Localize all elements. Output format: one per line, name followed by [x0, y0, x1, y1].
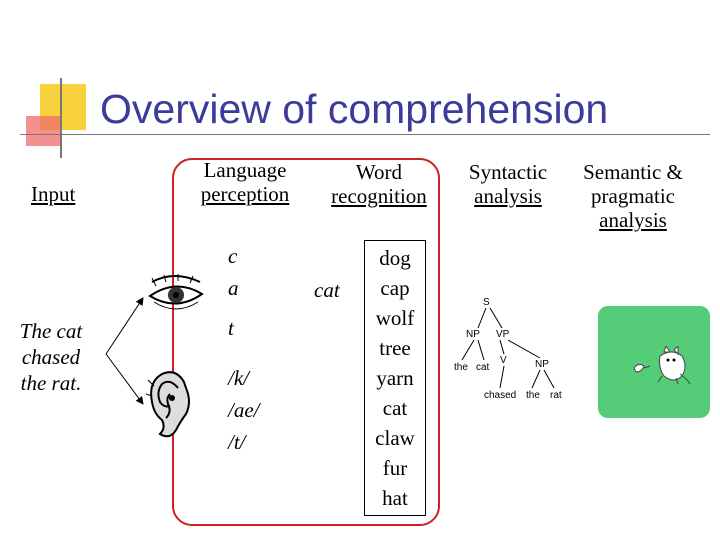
sentence-line: chased	[21, 345, 81, 369]
stage-syntactic-line: analysis	[474, 184, 542, 208]
phoneme: /ae/	[228, 398, 260, 422]
tree-node-np: NP	[466, 329, 480, 340]
slide-title: Overview of comprehension	[100, 86, 609, 132]
candidate-word: claw	[375, 426, 415, 450]
tree-node-s: S	[483, 297, 490, 308]
stage-word-line: Word	[355, 160, 403, 184]
stage-word-recognition-header: Word recognition	[320, 160, 438, 208]
stage-perception-header: Language perception	[190, 158, 300, 206]
candidate-word: fur	[382, 456, 408, 480]
decor-vertical-line	[60, 78, 62, 158]
phoneme: /t/	[228, 430, 246, 454]
stage-perception-line: Language	[203, 158, 287, 182]
cat-chasing-rat-illustration	[632, 344, 692, 386]
stage-word-line: recognition	[331, 184, 427, 208]
candidate-word: yarn	[376, 366, 414, 390]
stage-syntactic-line: Syntactic	[468, 160, 548, 184]
recognized-word: cat	[314, 278, 340, 302]
tree-leaf-the: the	[454, 362, 468, 373]
eye-icon	[146, 272, 206, 318]
letter: c	[228, 244, 238, 268]
phoneme-list: /k/ /ae/ /t/	[228, 362, 260, 458]
letter: a	[228, 276, 239, 300]
candidate-words-box: dog cap wolf tree yarn cat claw fur hat	[364, 240, 426, 516]
phoneme: /k/	[228, 366, 249, 390]
input-label: Input	[31, 182, 76, 206]
stage-semantic-header: Semantic & pragmatic analysis	[568, 160, 698, 232]
candidate-word: cap	[380, 276, 410, 300]
perception-highlight-box	[172, 158, 440, 526]
tree-leaf-rat: rat	[550, 390, 562, 401]
candidate-word: hat	[382, 486, 408, 510]
input-sentence: The cat chased the rat.	[6, 318, 96, 396]
letter: t	[228, 316, 234, 340]
candidate-word: tree	[379, 336, 411, 360]
candidate-word: wolf	[375, 306, 415, 330]
tree-leaf-the2: the	[526, 390, 540, 401]
decor-horizontal-line	[20, 134, 710, 135]
stage-semantic-line: Semantic &	[583, 160, 683, 184]
tree-leaf-cat: cat	[476, 362, 490, 373]
tree-node-v: V	[500, 355, 507, 366]
candidate-word: dog	[379, 246, 411, 270]
stage-semantic-line: pragmatic	[591, 184, 675, 208]
candidate-word: cat	[382, 396, 408, 420]
ear-icon	[145, 368, 194, 440]
sentence-line: The cat	[19, 319, 83, 343]
tree-leaf-chased: chased	[484, 390, 517, 401]
decor-red-square	[26, 116, 60, 146]
tree-node-vp: VP	[496, 329, 510, 340]
semantic-scene-box	[598, 306, 710, 418]
stage-perception-line: perception	[200, 182, 290, 206]
sentence-line: the rat.	[20, 371, 82, 395]
tree-node-np2: NP	[535, 359, 549, 370]
stage-semantic-line: analysis	[599, 208, 667, 232]
letter-list: c a t	[228, 240, 239, 344]
stage-syntactic-header: Syntactic analysis	[456, 160, 560, 208]
